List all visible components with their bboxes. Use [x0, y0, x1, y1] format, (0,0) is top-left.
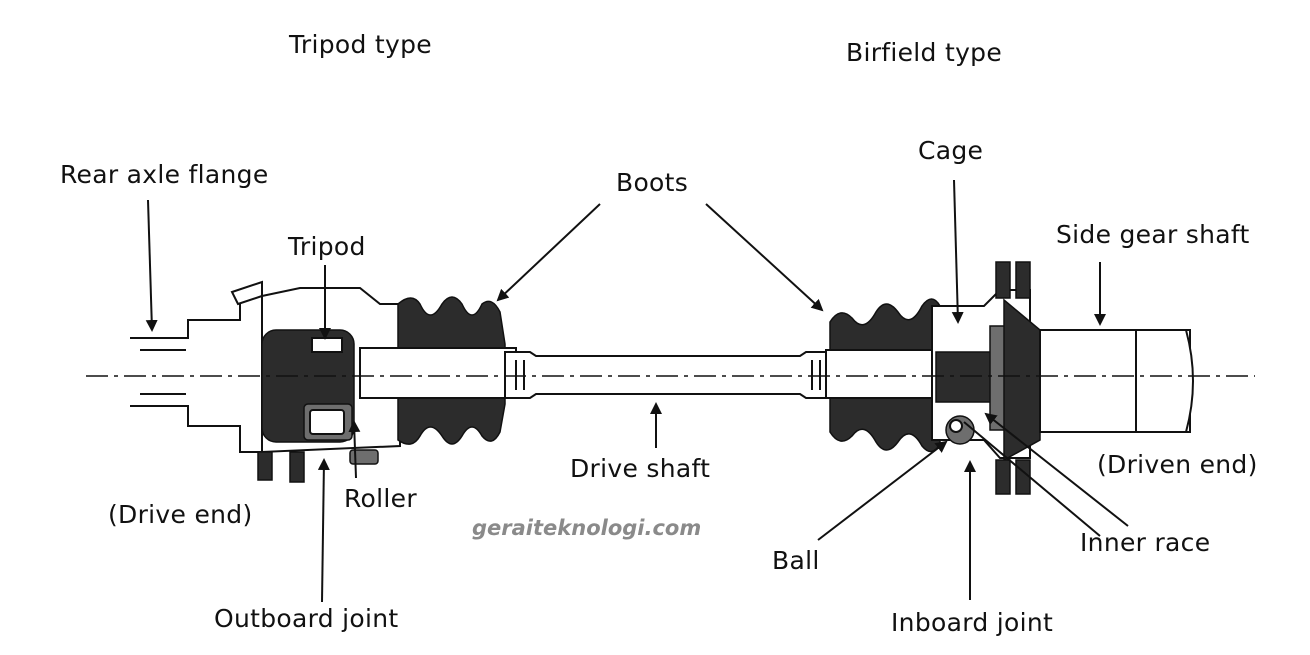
rear-axle-flange-shape: [130, 295, 263, 453]
outboard-joint-housing: [230, 280, 401, 483]
label-driven-end: (Driven end): [1097, 450, 1258, 479]
left-boot-shape: [359, 296, 517, 445]
label-drive-end: (Drive end): [108, 500, 253, 529]
leader-boots-left: [496, 203, 601, 302]
heading-tripod-type: Tripod type: [289, 30, 432, 59]
label-side-gear-shaft: Side gear shaft: [1056, 220, 1250, 249]
label-outboard-joint: Outboard joint: [214, 604, 399, 633]
leader-inner-race-2: [963, 421, 1101, 537]
label-boots: Boots: [616, 168, 689, 197]
leader-ball: [817, 440, 948, 541]
label-tripod: Tripod: [288, 232, 366, 261]
watermark: geraiteknologi.com: [472, 516, 702, 540]
label-rear-axle-flange: Rear axle flange: [60, 160, 269, 189]
heading-birfield-type: Birfield type: [846, 38, 1003, 67]
leader-cage: [951, 179, 964, 324]
label-inner-race: Inner race: [1080, 528, 1211, 557]
label-inboard-joint: Inboard joint: [891, 608, 1054, 637]
label-drive-shaft: Drive shaft: [570, 454, 711, 483]
leader-boots-right: [705, 203, 824, 312]
side-gear-shaft-shape: [1039, 329, 1194, 433]
leader-inner-race: [984, 412, 1129, 527]
label-roller: Roller: [344, 484, 417, 513]
label-ball: Ball: [772, 546, 820, 575]
leader-outboard-joint: [317, 458, 330, 603]
leader-rear-axle-flange: [145, 199, 158, 332]
inboard-joint-housing: [931, 261, 1041, 495]
label-cage: Cage: [918, 136, 984, 165]
leader-roller: [348, 420, 361, 479]
drive-shaft-body: [504, 351, 831, 399]
leader-lines: [145, 179, 1129, 603]
